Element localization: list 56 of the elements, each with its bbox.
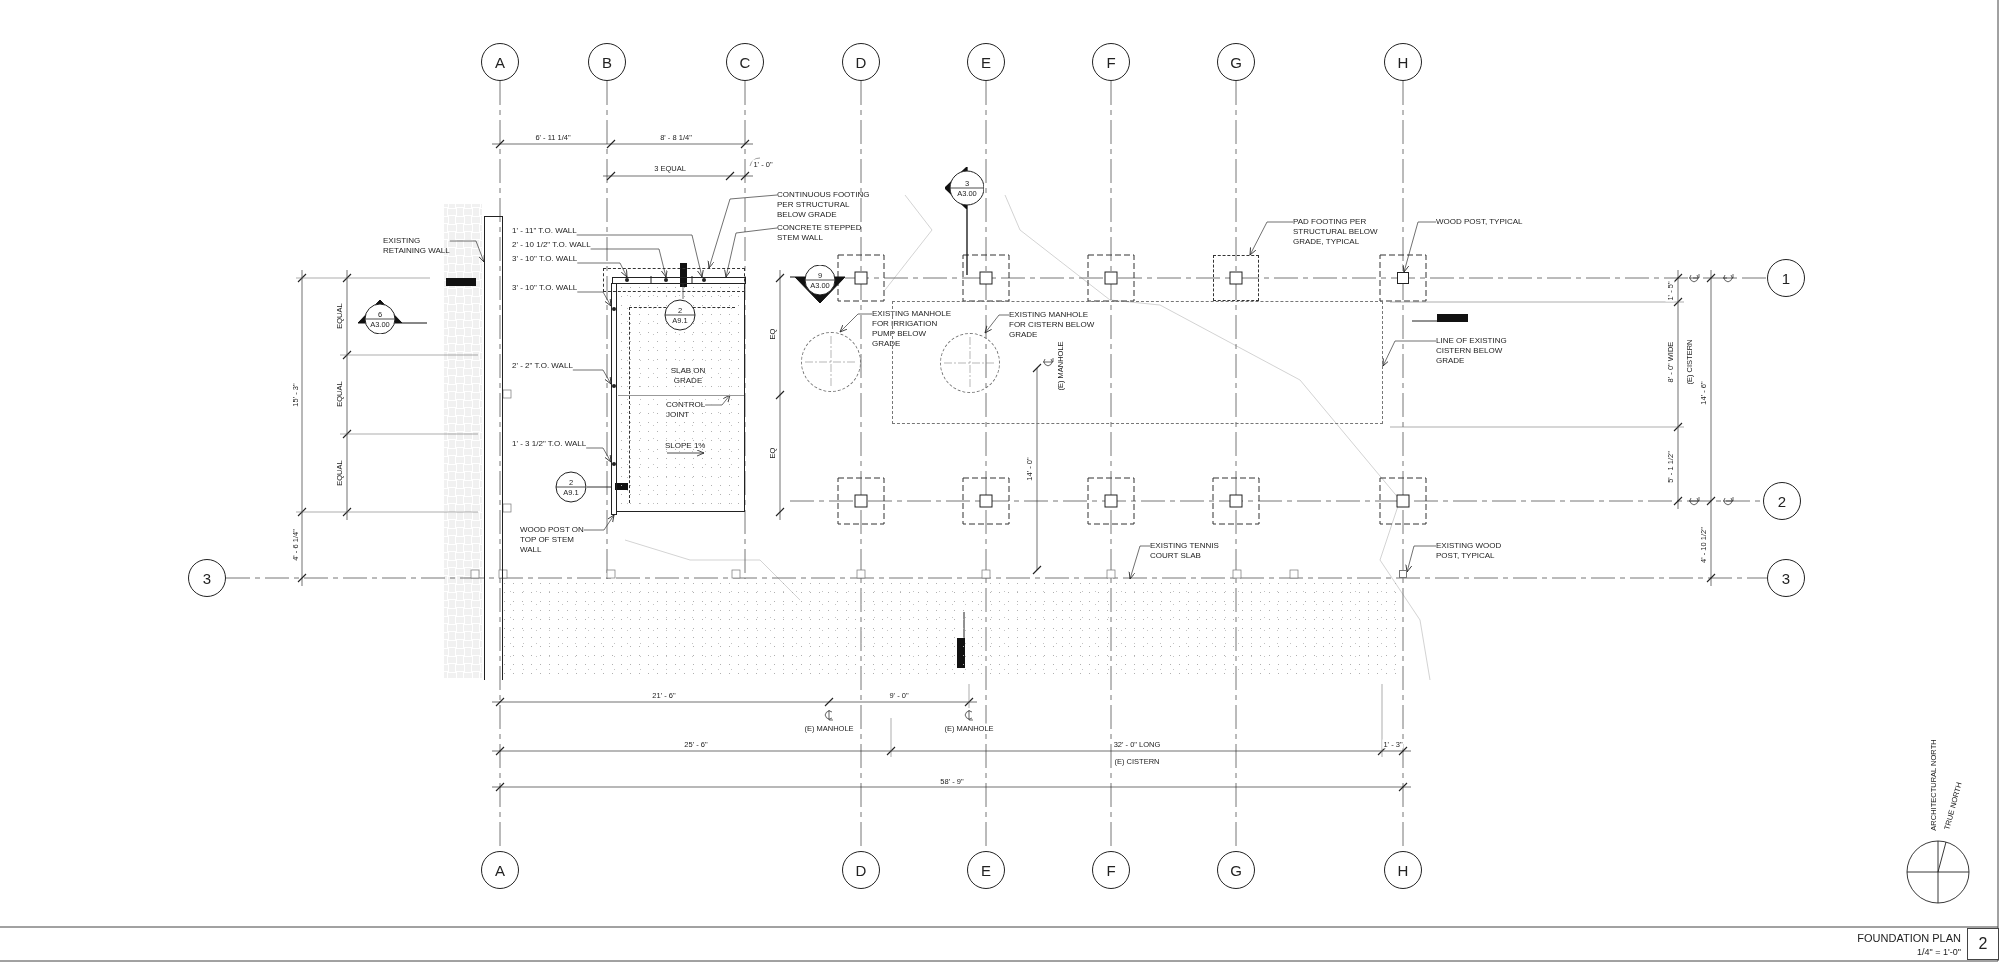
grid-bubble: E [967,851,1005,889]
note-text: 1' - 11" T.O. WALL [512,226,577,236]
note-text: WOOD POST ON TOP OF STEM WALL [520,525,584,555]
slab-area [617,283,745,512]
grid-bubble: H [1384,43,1422,81]
grid-bubble: 2 [1763,482,1801,520]
section-cut-line [586,486,612,488]
note-text: CONTROL JOINT [666,400,706,420]
note-text: 2' - 10 1/2" T.O. WALL [512,240,591,250]
grid-bubble: G [1217,43,1255,81]
slab-label: SLAB ON GRADE [670,366,706,386]
drawing-number: 2 [1967,928,1999,960]
note-text: 3' - 10" T.O. WALL [512,254,578,264]
grid-bubble: F [1092,43,1130,81]
grid-bubble: F [1092,851,1130,889]
wood-post [1397,272,1409,284]
note-text: CONTINUOUS FOOTING PER STRUCTURAL BELOW GRADE [777,190,870,220]
section-marker [790,265,845,303]
note-text: 1' - 3 1/2" T.O. WALL [512,439,587,449]
grid-bubble: C [726,43,764,81]
note-text: CONCRETE STEPPED STEM WALL [777,223,862,243]
stem-wall [611,283,617,515]
drawing-title: FOUNDATION PLAN [1856,934,1962,943]
grid-bubble: H [1384,851,1422,889]
pad-footing [1213,255,1259,301]
grid-bubble: A [481,43,519,81]
grid-bubble: E [967,43,1005,81]
grid-bubble: A [481,851,519,889]
grid-bubble: G [1217,851,1255,889]
grid-bubble: D [842,851,880,889]
detail-reference-marker [664,299,696,331]
section-marker [358,300,427,334]
note-text: 3' - 10" T.O. WALL [512,283,578,293]
note-text: 2' - 2" T.O. WALL [512,361,573,371]
grid-bubble: D [842,43,880,81]
note-text: PAD FOOTING PER STRUCTURAL BELOW GRADE, TYPICAL [1293,217,1378,247]
note-text: LINE OF EXISTING CISTERN BELOW GRADE [1436,336,1507,366]
retaining-wall [484,216,503,680]
stem-wall [612,277,746,284]
grid-bubble: 1 [1767,259,1805,297]
section-cut-line [682,283,684,300]
wood-post [1399,570,1407,578]
note-text: EXISTING WOOD POST, TYPICAL [1436,541,1502,561]
grid-bubble: 3 [188,559,226,597]
section-marker [945,167,984,275]
grid-bubble: 3 [1767,559,1805,597]
note-text: WOOD POST, TYPICAL [1436,217,1523,227]
detail-reference-marker [555,471,587,503]
note-text: EXISTING TENNIS COURT SLAB [1150,541,1219,561]
control-joint-line [618,395,744,396]
scale-text: 1/4" = 1'-0" [1916,948,1962,957]
continuous-footing [603,268,745,292]
grid-bubble: B [588,43,626,81]
slope-label: SLOPE 1% [665,441,706,451]
note-text: EXISTING MANHOLE FOR CISTERN BELOW GRADE [1009,310,1095,340]
note-text: EXISTING RETAINING WALL [383,236,450,256]
